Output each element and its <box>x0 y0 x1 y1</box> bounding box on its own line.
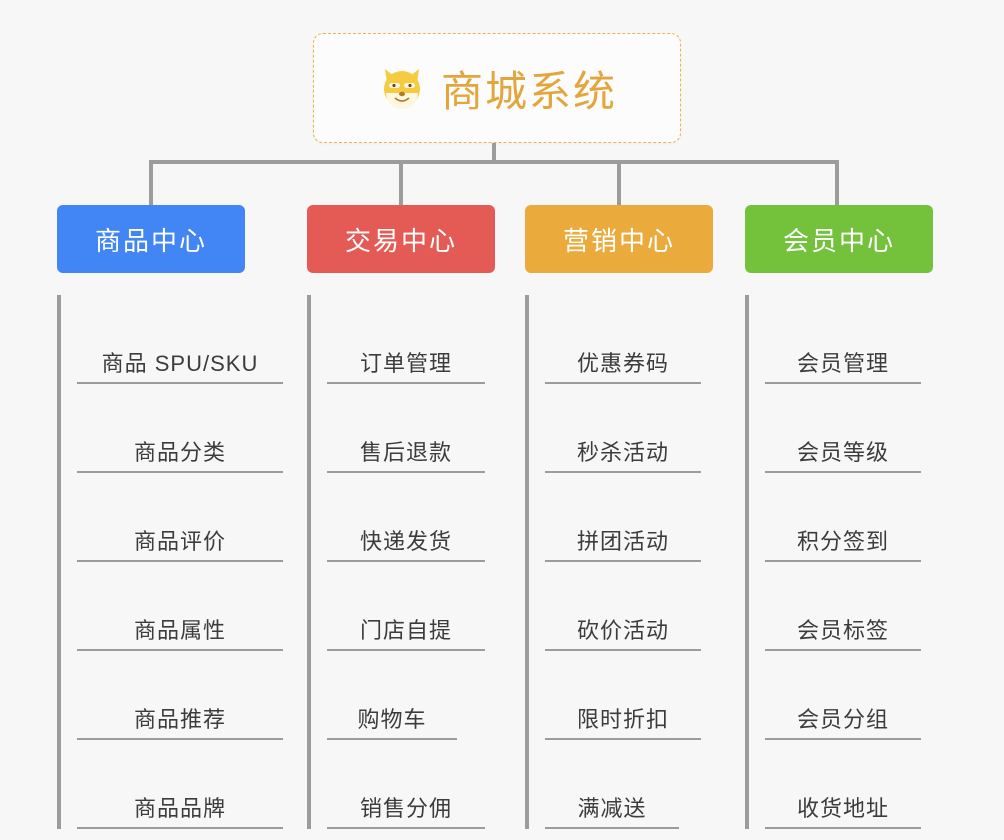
leaf-list-marketing-center: 优惠券码 秒杀活动 拼团活动 砍价活动 限时折扣 满减送 <box>525 295 713 829</box>
list-item[interactable]: 满减送 <box>545 740 679 829</box>
leaf-list-member-center: 会员管理 会员等级 积分签到 会员标签 会员分组 收货地址 <box>745 295 933 829</box>
list-item[interactable]: 积分签到 <box>765 473 921 562</box>
list-item[interactable]: 会员管理 <box>765 295 921 384</box>
connector-drop-marketing-center <box>617 160 621 205</box>
connector-drop-member-center <box>835 160 839 205</box>
list-item[interactable]: 会员分组 <box>765 651 921 740</box>
list-item[interactable]: 砍价活动 <box>545 562 701 651</box>
branch-product-center: 商品中心 商品 SPU/SKU 商品分类 商品评价 商品属性 商品推荐 商品品牌 <box>57 205 283 829</box>
list-item[interactable]: 商品分类 <box>77 384 283 473</box>
list-item[interactable]: 快递发货 <box>327 473 485 562</box>
list-item[interactable]: 商品评价 <box>77 473 283 562</box>
list-item[interactable]: 商品 SPU/SKU <box>77 295 283 384</box>
category-label: 交易中心 <box>344 225 457 256</box>
leaf-list-trade-center: 订单管理 售后退款 快递发货 门店自提 购物车 销售分佣 <box>307 295 495 829</box>
category-header-trade-center[interactable]: 交易中心 <box>307 205 495 273</box>
list-item[interactable]: 拼团活动 <box>545 473 701 562</box>
leaf-list-product-center: 商品 SPU/SKU 商品分类 商品评价 商品属性 商品推荐 商品品牌 <box>57 295 283 829</box>
list-item[interactable]: 秒杀活动 <box>545 384 701 473</box>
category-header-member-center[interactable]: 会员中心 <box>745 205 933 273</box>
list-item[interactable]: 优惠券码 <box>545 295 701 384</box>
connector-bus <box>149 160 839 164</box>
page-title: 商城系统 <box>440 67 617 115</box>
list-item[interactable]: 商品推荐 <box>77 651 283 740</box>
connector-drop-trade-center <box>399 160 403 205</box>
list-item[interactable]: 售后退款 <box>327 384 485 473</box>
branch-trade-center: 交易中心 订单管理 售后退款 快递发货 门店自提 购物车 销售分佣 <box>307 205 495 829</box>
list-item[interactable]: 门店自提 <box>327 562 485 651</box>
list-item[interactable]: 购物车 <box>327 651 457 740</box>
list-item[interactable]: 会员等级 <box>765 384 921 473</box>
list-item[interactable]: 会员标签 <box>765 562 921 651</box>
list-item[interactable]: 订单管理 <box>327 295 485 384</box>
list-item[interactable]: 限时折扣 <box>545 651 701 740</box>
list-item[interactable]: 收货地址 <box>765 740 921 829</box>
category-label: 会员中心 <box>782 225 895 256</box>
category-label: 商品中心 <box>94 225 207 256</box>
connector-drop-product-center <box>149 160 153 205</box>
category-header-marketing-center[interactable]: 营销中心 <box>525 205 713 273</box>
list-item[interactable]: 销售分佣 <box>327 740 485 829</box>
list-item[interactable]: 商品属性 <box>77 562 283 651</box>
root-node[interactable]: 商城系统 <box>313 33 681 143</box>
shiba-fox-face-icon <box>377 63 427 113</box>
list-item[interactable]: 商品品牌 <box>77 740 283 829</box>
branch-marketing-center: 营销中心 优惠券码 秒杀活动 拼团活动 砍价活动 限时折扣 满减送 <box>525 205 713 829</box>
branch-member-center: 会员中心 会员管理 会员等级 积分签到 会员标签 会员分组 收货地址 <box>745 205 933 829</box>
connector-root-stem <box>492 143 496 163</box>
category-header-product-center[interactable]: 商品中心 <box>57 205 245 273</box>
category-label: 营销中心 <box>562 225 675 256</box>
